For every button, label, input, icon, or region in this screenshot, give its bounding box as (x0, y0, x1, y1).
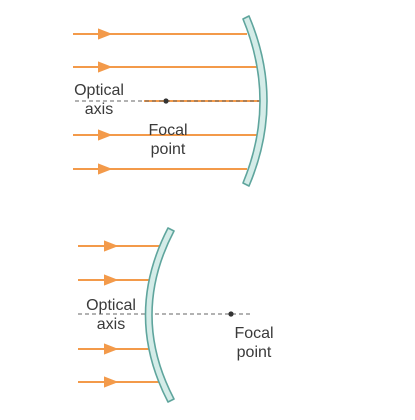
convex-optical-axis-label: Optical axis (78, 296, 144, 334)
convex-focal-point-dot (228, 311, 234, 317)
convex-focal-point-label-line-2: point (236, 344, 272, 361)
concave-mirror (242, 15, 268, 187)
concave-optical-axis-label-line-2: axis (84, 101, 114, 118)
concave-focal-point-label-line-1: Focal (148, 122, 188, 139)
convex-focal-point-label: Focal point (226, 324, 282, 362)
concave-mirror-diagram (73, 15, 268, 187)
concave-focal-point-label: Focal point (140, 121, 196, 159)
convex-optical-axis-label-line-2: axis (96, 316, 126, 333)
convex-optical-axis-label-line-1: Optical (86, 297, 136, 314)
concave-focal-point-label-line-2: point (150, 141, 186, 158)
concave-optical-axis-label: Optical axis (66, 81, 132, 119)
concave-focal-point-dot (163, 98, 169, 104)
convex-focal-point-label-line-1: Focal (234, 325, 274, 342)
convex-mirror (144, 227, 175, 403)
convex-mirror-diagram (78, 227, 250, 403)
concave-optical-axis-label-line-1: Optical (74, 82, 124, 99)
